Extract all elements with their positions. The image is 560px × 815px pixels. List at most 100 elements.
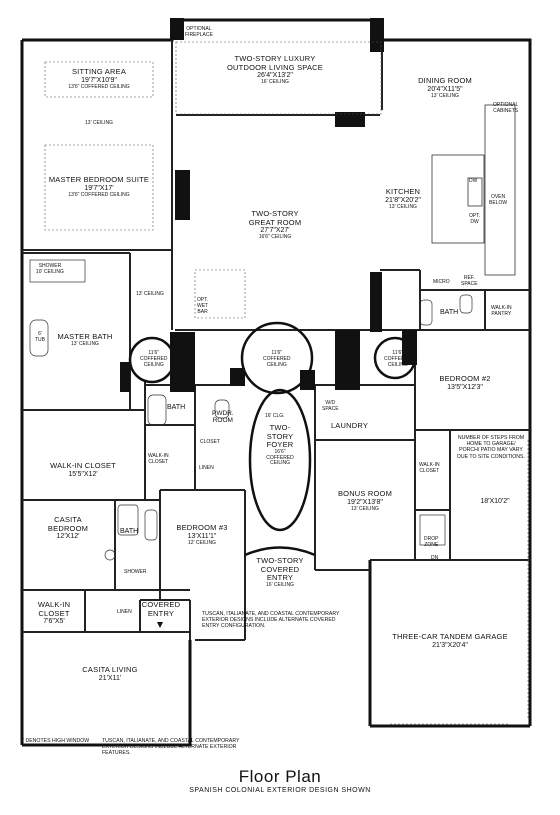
oven-line2: BELOW (489, 199, 508, 206)
wic-small-label: WALK-IN CLOSET (148, 453, 169, 466)
dining-room-label: DINING ROOM 20'4"X11'5" 13' CEILING (405, 76, 485, 99)
covered-entry2-name2: ENTRY (147, 608, 175, 618)
dashed-ceiling-outlines (44, 41, 382, 319)
clg-label: 16' CLG. (265, 413, 285, 419)
sitting-area-dims: 19'7"X10'9" (81, 76, 117, 84)
walkin-closet2-label: WALK-IN CLOSET 7'6"X5' (24, 600, 84, 626)
outdoor-living-dims: 26'4"X13'2" (257, 72, 293, 80)
covered-entry2-label: COVERED ENTRY (138, 600, 184, 618)
closet-label: CLOSET (200, 439, 221, 445)
coffered-ceiling-left-label: 11'6" COFFERED CEILING (140, 350, 168, 368)
micro-label: MICRO (433, 279, 450, 285)
powder-room-line2: ROOM (212, 417, 233, 425)
coffer-right-line1: 11'6" (392, 350, 404, 356)
master-bedroom-ceiling: 13'6" COFFERED CEILING (68, 191, 130, 198)
master-bath-ceiling: 13' CEILING (71, 340, 99, 347)
coffer-center-line3: CEILING (266, 361, 287, 368)
master-bedroom-label: MASTER BEDROOM SUITE 19'7"X17' 13'6" COF… (45, 175, 153, 198)
bonus-room-name: BONUS ROOM (337, 489, 393, 498)
ref-space-line2: SPACE (461, 280, 478, 287)
shower-line1: SHOWER (38, 263, 62, 269)
coffered-domes (128, 321, 417, 557)
exterior-note: TUSCAN, ITALIANATE, AND COASTAL CONTEMPO… (102, 738, 240, 757)
foyer-name3: FOYER (266, 440, 294, 450)
sitting-area-label: SITTING AREA 19'7"X10'9" 13'6" COFFERED … (45, 67, 153, 90)
tub-label: 6' TUB (35, 331, 45, 344)
dn-label: DN (431, 555, 439, 561)
optional-cabinets-label: OPTIONAL CABINETS (493, 102, 518, 115)
bedroom2-dims: 13'5"X12'3" (447, 383, 483, 391)
great-room-dims: 27'7"X27' (260, 227, 290, 235)
bath-upper-right-label: BATH (440, 309, 459, 316)
covered-entry-name3: ENTRY (266, 573, 294, 583)
linen2-label: LINEN (117, 609, 132, 615)
coffer-center-line1: 11'6" (271, 350, 283, 356)
master-bath-label: MASTER BATH 13' CEILING (52, 332, 118, 347)
walk-in-pantry-line2: PANTRY (491, 310, 512, 317)
outdoor-living-name1: TWO-STORY LUXURY (234, 54, 316, 63)
opt-dw-line1: OPT. (469, 213, 481, 219)
kitchen-dims: 21'8"X20'2" (385, 196, 421, 204)
opt-wet-bar-line2: WET (197, 302, 209, 309)
bedroom2-label: BEDROOM #2 13'5"X12'3" (425, 374, 505, 392)
covered-entry-name2: COVERED (260, 564, 300, 574)
casita-bedroom-name1: CASITA (54, 515, 82, 524)
great-room-name1: TWO-STORY (251, 209, 299, 218)
shower-casita-label: SHOWER (124, 569, 147, 575)
covered-entry2-name1: COVERED (141, 600, 181, 609)
foyer-ceiling3: CEILING (269, 460, 290, 467)
wic-right-line1: WALK-IN (419, 462, 440, 468)
foyer-ceiling2: COFFERED (266, 454, 294, 461)
covered-entry-label: TWO-STORY COVERED ENTRY 16' CEILING (248, 556, 312, 589)
powder-room-label: PWDR. ROOM (212, 410, 234, 425)
bedroom2-name: BEDROOM #2 (439, 374, 491, 383)
kitchen-label: KITCHEN 21'8"X20'2" 13' CEILING (375, 187, 431, 210)
opt-wet-bar-label: OPT. WET BAR (197, 297, 209, 315)
wic-small-line1: WALK-IN (148, 453, 169, 459)
opt-dw-label: OPT. DW (469, 213, 481, 226)
fixtures (29, 259, 473, 561)
bath-hall-ceiling-label: 13' CEILING (136, 291, 164, 297)
outdoor-living-label: TWO-STORY LUXURY OUTDOOR LIVING SPACE 26… (200, 54, 350, 86)
walk-in-pantry-label: WALK-IN PANTRY (491, 305, 512, 318)
great-room-ceiling: 16'6" CEILING (258, 234, 292, 241)
dining-room-ceiling: 13' CEILING (431, 92, 459, 99)
ref-space-label: REF. SPACE (461, 275, 478, 288)
garage-secondary-dims-label: 18'X10'2" (470, 498, 520, 506)
great-room-name2: GREAT ROOM (248, 217, 302, 227)
dining-room-name: DINING ROOM (418, 76, 472, 85)
wic-right-label: WALK-IN CLOSET (419, 462, 440, 475)
casita-bedroom-label: CASITA BEDROOM 12'X12' (28, 515, 108, 541)
master-ceiling-label: 13' CEILING (45, 120, 153, 127)
garage-name: THREE-CAR TANDEM GARAGE (392, 632, 508, 641)
bath-mid-label: BATH (167, 404, 186, 411)
master-bath-name: MASTER BATH (57, 332, 113, 341)
foyer-ceiling1: 16'6" (274, 448, 286, 455)
entry-config-note: TUSCAN, ITALIANATE, AND COASTAL CONTEMPO… (202, 611, 340, 630)
page-subtitle: SPANISH COLONIAL EXTERIOR DESIGN SHOWN (189, 787, 371, 794)
oven-line1: OVEN (490, 194, 506, 200)
master-bedroom-dims: 19'7"X17' (84, 184, 114, 192)
foyer-name1: TWO- (269, 423, 291, 432)
sitting-area-ceiling: 13'6" COFFERED CEILING (68, 83, 130, 90)
tub-line2: TUB (35, 336, 45, 343)
bedroom3-dims: 13'X11'1" (187, 532, 217, 540)
wd-space-line2: SPACE (322, 405, 339, 412)
garage-label: THREE-CAR TANDEM GARAGE 21'3"X20'4" (380, 632, 520, 650)
bath-casita-label: BATH (120, 528, 139, 535)
kitchen-ceiling: 13' CEILING (389, 203, 417, 210)
foyer-label: TWO- STORY FOYER 16'6" COFFERED CEILING (250, 423, 310, 467)
coffered-ceiling-center-label: 11'6" COFFERED CEILING (263, 350, 291, 368)
optional-fireplace-label: OPTIONAL FIREPLACE (185, 26, 213, 39)
coffer-left-line1: 11'6" (148, 350, 160, 356)
wd-space-label: W/D SPACE (322, 400, 339, 413)
outdoor-living-name2: OUTDOOR LIVING SPACE (227, 62, 323, 72)
casita-living-label: CASITA LIVING 21'X11' (55, 665, 165, 683)
garage-dims: 21'3"X20'4" (432, 641, 468, 649)
opt-wet-bar-line3: BAR (197, 308, 208, 315)
bedroom3-name: BEDROOM #3 (176, 523, 228, 532)
bonus-room-label: BONUS ROOM 19'2"X13'8" 13' CEILING (318, 489, 412, 512)
drop-zone-label: DROP ZONE (424, 536, 438, 549)
walkin-closet2-name2: CLOSET (38, 608, 70, 618)
